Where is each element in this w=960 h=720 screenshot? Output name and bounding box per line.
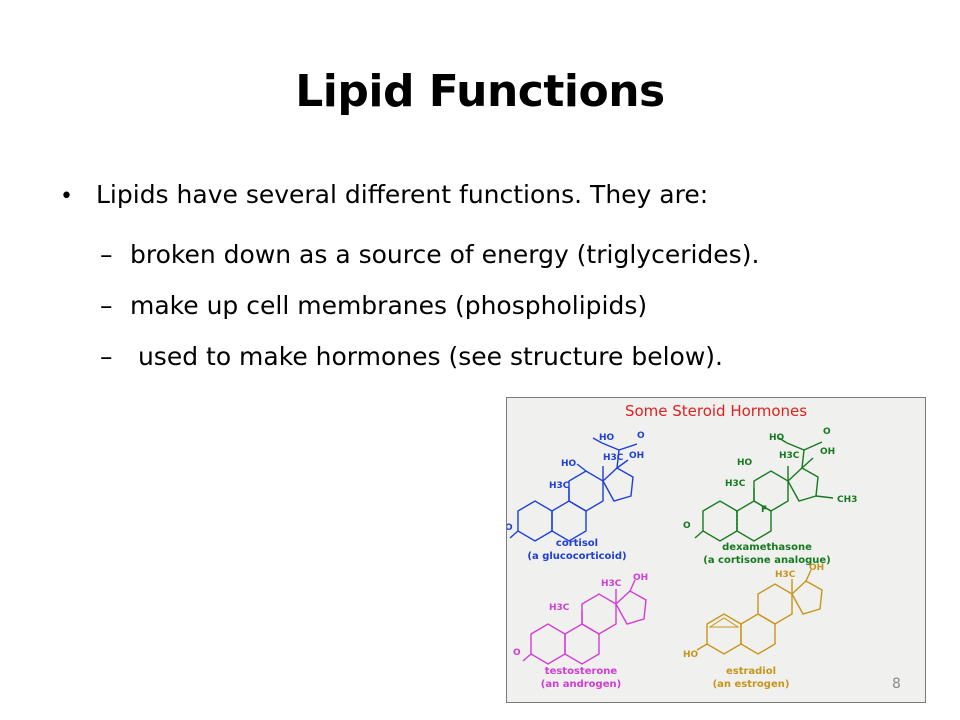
estradiol-structure	[696, 569, 823, 655]
sub-bullet-text: used to make hormones (see structure bel…	[130, 342, 723, 371]
steroid-hormones-figure: Some Steroid Hormones HO O H3C HO OH H3C	[506, 397, 926, 703]
estradiol-label: OH	[809, 563, 824, 573]
slide-title: Lipid Functions	[295, 66, 665, 117]
dexamethasone-name: dexamethasone	[722, 542, 812, 553]
dash-icon: –	[100, 240, 113, 269]
cortisol-label: HO	[599, 433, 615, 443]
dash-icon: –	[100, 291, 113, 320]
dexamethasone-label: O	[823, 427, 831, 437]
cortisol-structure	[509, 437, 638, 542]
cortisol-label: H3C	[603, 453, 624, 463]
dexamethasone-label: H3C	[725, 479, 746, 489]
cortisol-label: O	[507, 523, 513, 533]
dexamethasone-class: (a cortisone analogue)	[703, 555, 831, 566]
estradiol-label: H3C	[775, 570, 796, 580]
testosterone-label: H3C	[549, 603, 570, 613]
cortisol-label: OH	[629, 451, 644, 461]
bullet-text: Lipids have several different functions.…	[96, 180, 709, 209]
dexamethasone-label: H3C	[779, 451, 800, 461]
figure-title: Some Steroid Hormones	[625, 402, 807, 420]
estradiol-name: estradiol	[726, 666, 776, 677]
dexamethasone-label: OH	[820, 447, 835, 457]
dexamethasone-label: F	[761, 505, 767, 515]
estradiol-class: (an estrogen)	[713, 679, 790, 690]
testosterone-name: testosterone	[545, 666, 618, 677]
page-number: 8	[892, 676, 901, 692]
sub-bullet-item: – used to make hormones (see structure b…	[100, 340, 723, 374]
testosterone-structure	[522, 579, 647, 665]
cortisol-label: HO	[561, 459, 577, 469]
estradiol-label: HO	[683, 650, 699, 660]
cortisol-name: cortisol	[556, 538, 598, 549]
cortisol-label: O	[637, 431, 645, 441]
dash-icon: –	[100, 342, 113, 371]
bullet-item: • Lipids have several different functions…	[60, 178, 708, 214]
testosterone-label: H3C	[601, 579, 622, 589]
sub-bullet-text: broken down as a source of energy (trigl…	[130, 240, 760, 269]
sub-bullet-item: –make up cell membranes (phospholipids)	[100, 289, 647, 323]
cortisol-label: H3C	[549, 481, 570, 491]
dexamethasone-label: HO	[737, 458, 753, 468]
dexamethasone-structure	[694, 437, 834, 542]
dexamethasone-label: CH3	[837, 495, 857, 505]
cortisol-class: (a glucocorticoid)	[527, 551, 626, 562]
sub-bullet-item: –broken down as a source of energy (trig…	[100, 238, 759, 272]
testosterone-label: O	[513, 648, 521, 658]
testosterone-label: OH	[633, 573, 648, 583]
sub-bullet-text: make up cell membranes (phospholipids)	[130, 291, 648, 320]
testosterone-class: (an androgen)	[541, 679, 621, 690]
bullet-dot-icon: •	[60, 184, 73, 209]
dexamethasone-label: O	[683, 521, 691, 531]
dexamethasone-label: HO	[769, 433, 785, 443]
